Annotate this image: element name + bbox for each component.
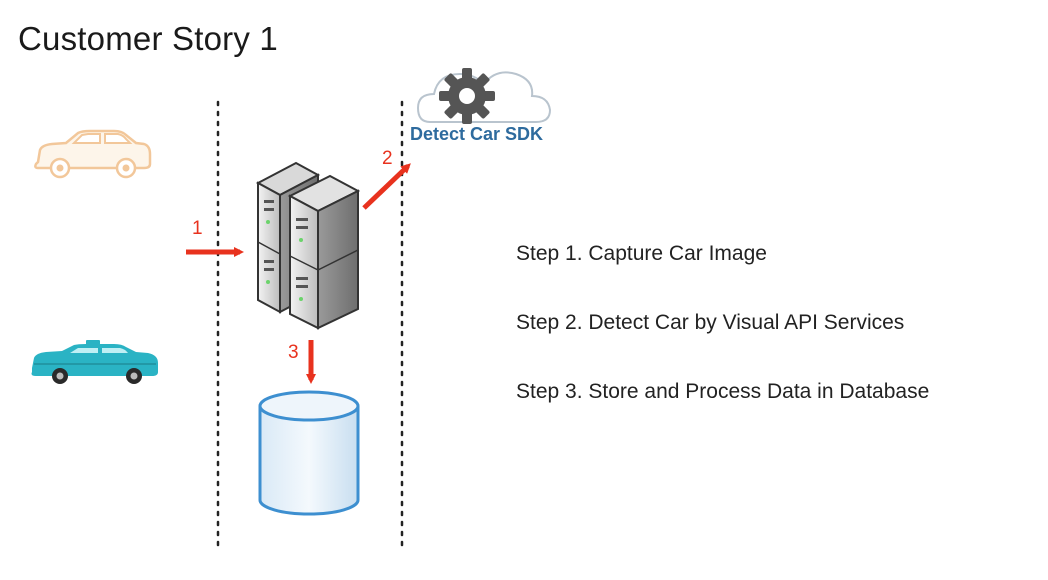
gear-icon [439, 68, 495, 124]
taxi-icon [31, 340, 158, 384]
arrow-label-2: 2 [382, 148, 393, 169]
step-1-text: Step 1. Capture Car Image [516, 242, 767, 265]
step-2-text: Step 2. Detect Car by Visual API Service… [516, 311, 905, 334]
server-icon [255, 161, 361, 330]
car-icon [34, 129, 152, 179]
cloud-label: Detect Car SDK [410, 124, 543, 144]
step-3-text: Step 3. Store and Process Data in Databa… [516, 380, 930, 403]
arrow-2 [362, 163, 411, 210]
page-title: Customer Story 1 [18, 20, 278, 57]
steps-list: Step 1. Capture Car Image Step 2. Detect… [516, 240, 929, 447]
arrow-label-3: 3 [288, 342, 299, 363]
arrow-label-1: 1 [192, 218, 203, 239]
database-icon [258, 390, 360, 516]
